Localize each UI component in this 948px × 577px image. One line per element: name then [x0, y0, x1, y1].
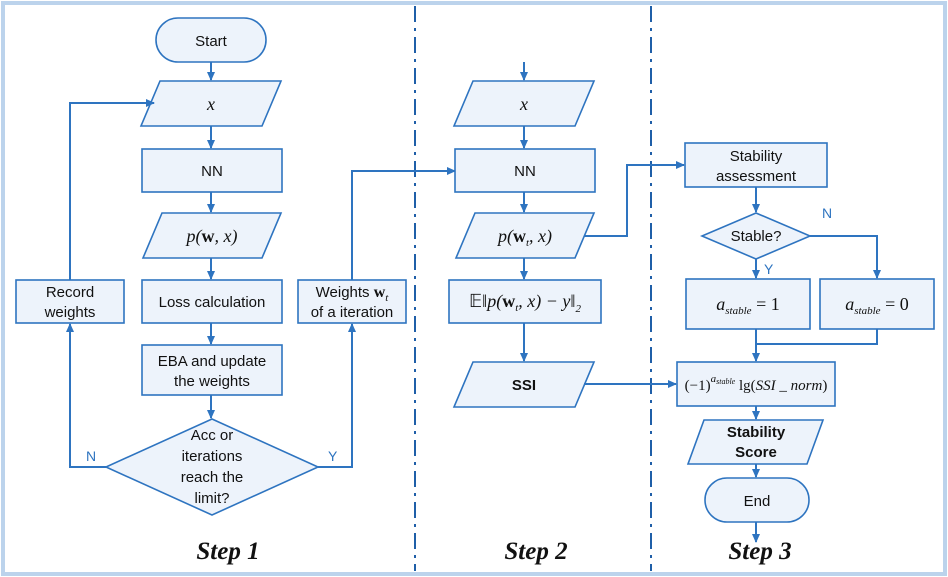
- assessment-line2: assessment: [716, 168, 797, 185]
- step3-no-label: N: [822, 205, 832, 221]
- step1-flow: Start x NN p(w, x) Loss calculation EBA …: [15, 17, 456, 516]
- decision-line2: iterations: [182, 448, 243, 465]
- start-label: Start: [195, 33, 228, 50]
- eba-label-line2: the weights: [174, 373, 250, 390]
- arrow-record-to-input: [69, 99, 155, 280]
- step1-nn-node: [141, 148, 283, 193]
- arrow-prediction-to-assessment: [584, 161, 685, 237]
- ssi-node: [452, 361, 596, 408]
- step3-title: Step 3: [728, 538, 791, 565]
- arrow-weights-to-step2-nn: [351, 167, 456, 280]
- stability-score-line2: Score: [735, 444, 777, 461]
- eba-label-line1: EBA and update: [158, 353, 266, 370]
- step1-title: Step 1: [196, 538, 259, 565]
- weights-iteration-node: [297, 279, 407, 324]
- stable-zero-label: astable = 0: [845, 294, 908, 317]
- step3-yes-label: Y: [764, 261, 774, 277]
- stability-score-node: [686, 419, 825, 465]
- stable-zero-node: [819, 278, 935, 330]
- step3-flow: Stability assessment Stable? astable = 1…: [676, 142, 935, 543]
- expectation-node: [448, 279, 602, 324]
- step2-nn-label: NN: [514, 163, 536, 180]
- step1-decision-diamond: [104, 418, 320, 516]
- stability-formula-label: (−1)astable lg(SSI _ norm): [685, 373, 828, 394]
- decision-line1: Acc or: [191, 427, 234, 444]
- weights-iteration-line2: of a iteration: [311, 304, 394, 321]
- step1-no-label: N: [86, 448, 96, 464]
- end-label: End: [744, 493, 771, 510]
- step1-nn-label: NN: [201, 163, 223, 180]
- arrow-decision-no-to-zero: [810, 235, 881, 279]
- step1-prediction-label: p(w, x): [185, 226, 238, 247]
- step1-input-label: x: [206, 94, 215, 114]
- stability-assessment-node: [684, 142, 828, 188]
- ssi-label: SSI: [512, 377, 536, 394]
- arrow-decision-no-to-record: [66, 323, 106, 468]
- step2-prediction-node: [454, 212, 596, 259]
- stable-decision-label: Stable?: [731, 228, 782, 245]
- stability-formula-node: [676, 361, 836, 407]
- step2-prediction-label: p(wt, x): [496, 226, 552, 249]
- stable-one-node: [685, 278, 811, 330]
- record-weights-node: [15, 279, 125, 324]
- decision-line3: reach the: [181, 469, 244, 486]
- step2-input-node: [452, 80, 596, 127]
- stability-score-line1: Stability: [727, 424, 786, 441]
- decision-line4: limit?: [194, 490, 229, 507]
- record-weights-line1: Record: [46, 284, 94, 301]
- record-weights-line2: weights: [44, 304, 96, 321]
- step2-input-label: x: [519, 94, 528, 114]
- step2-title: Step 2: [504, 538, 567, 565]
- loss-calculation-label: Loss calculation: [159, 294, 266, 311]
- step2-nn-node: [454, 148, 596, 193]
- arrow-decision-yes-to-weights: [318, 323, 356, 468]
- expectation-label: 𝔼‖p(wt, x) − y‖2: [469, 291, 581, 315]
- line-zero-merge: [756, 329, 878, 345]
- stable-one-label: astable = 1: [716, 294, 779, 317]
- weights-iteration-line1: Weights wt: [316, 284, 390, 304]
- step2-flow: x NN p(wt, x) 𝔼‖p(wt, x) − y‖2 SSI: [448, 62, 685, 408]
- step1-prediction-node: [141, 212, 283, 259]
- step1-input-node: [139, 80, 283, 127]
- step1-yes-label: Y: [328, 448, 338, 464]
- assessment-line1: Stability: [730, 148, 783, 165]
